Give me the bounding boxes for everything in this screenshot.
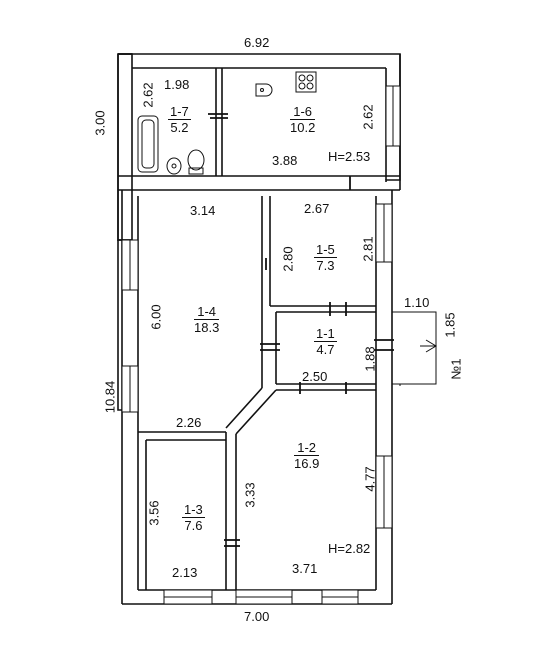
dim-left-lower: 10.84 [102, 380, 118, 414]
dim-r16-width: 3.88 [272, 153, 298, 168]
stove-icon [295, 71, 317, 93]
dim-r15-height-right: 2.81 [360, 236, 376, 262]
dim-r12-left: 3.33 [242, 482, 258, 508]
entrance-arrow-icon [420, 339, 437, 353]
dim-r11-width: 2.50 [302, 369, 328, 384]
toilet-icon [187, 149, 205, 175]
dim-r15-height-left: 2.80 [280, 246, 296, 272]
dim-r16-height: 2.62 [360, 104, 376, 130]
room-1-7: 1-7 5.2 [168, 104, 191, 135]
door-marker [208, 113, 394, 547]
dim-r12-ceiling: H=2.82 [328, 541, 371, 556]
room-1-3: 1-3 7.6 [182, 502, 205, 533]
entrance [392, 311, 437, 386]
interior-wall [138, 68, 376, 590]
dim-r16-ceiling: H=2.53 [328, 149, 371, 164]
room-1-1: 1-1 4.7 [314, 326, 337, 357]
room-1-6: 1-6 10.2 [290, 104, 316, 135]
room-1-4: 1-4 18.3 [194, 304, 220, 335]
sink-icon [166, 157, 182, 175]
dim-entry-width: 1.10 [404, 295, 430, 310]
dim-r14-height: 6.00 [148, 304, 164, 330]
dim-left-upper: 3.00 [92, 110, 108, 136]
dim-top-width: 6.92 [244, 35, 270, 50]
window [121, 85, 401, 605]
dim-r13-width: 2.13 [172, 565, 198, 580]
dim-r14-lower: 2.26 [176, 415, 202, 430]
dim-r12-bottom: 3.71 [292, 561, 318, 576]
dim-entry-number: №1 [448, 358, 464, 380]
dim-bottom-width: 7.00 [244, 609, 270, 624]
room-1-2: 1-2 16.9 [294, 440, 320, 471]
dim-r13-height: 3.56 [146, 500, 162, 526]
room-1-5: 1-5 7.3 [314, 242, 337, 273]
dim-entry-depth: 1.85 [442, 312, 458, 338]
wash-basin-icon [255, 83, 273, 97]
bathtub-icon [137, 115, 159, 173]
dim-r17-height: 2.62 [140, 82, 156, 108]
dim-r12-right: 4.77 [362, 466, 378, 492]
dim-r14-width: 3.14 [190, 203, 216, 218]
dim-r17-width: 1.98 [164, 77, 190, 92]
dim-r11-height: 1.88 [362, 346, 378, 372]
dim-r15-width: 2.67 [304, 201, 330, 216]
